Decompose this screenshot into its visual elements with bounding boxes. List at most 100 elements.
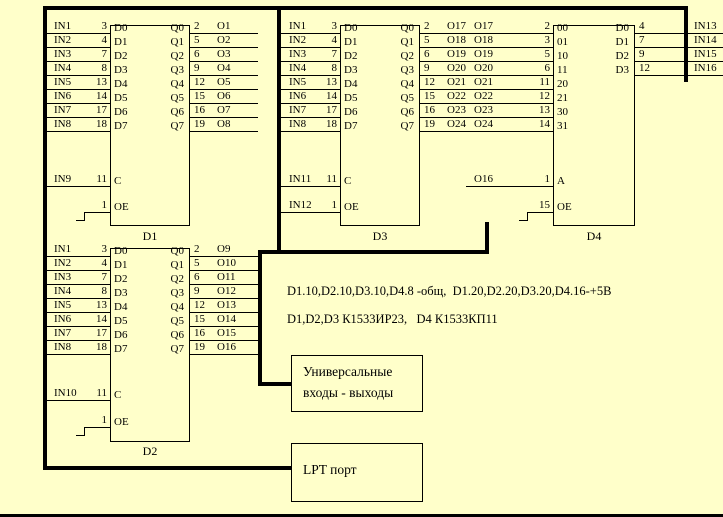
net-label: IN2: [54, 34, 72, 46]
pin-number: 17: [326, 104, 337, 116]
bus-output-stub: [485, 222, 489, 254]
port-row: D7: [344, 119, 374, 133]
port-row: 11: [557, 63, 587, 77]
pin-row: 16 O15: [190, 327, 258, 341]
chip-port-label: Q5: [170, 315, 184, 327]
port-row: D6: [114, 105, 144, 119]
chip-port-label: D0: [114, 245, 128, 257]
port-row: 10: [557, 49, 587, 63]
net-label: O7: [217, 104, 231, 116]
pin-row: IN4 8: [46, 285, 110, 299]
pin-number: 4: [639, 20, 645, 32]
bus-right: [684, 6, 688, 82]
net-label: IN3: [54, 48, 72, 60]
net-label: O14: [217, 313, 236, 325]
pin-number: 11: [96, 387, 107, 399]
net-label: IN5: [54, 76, 72, 88]
pin-row: 9 O12: [190, 285, 258, 299]
net-label: IN6: [289, 90, 307, 102]
chip-port-label: OE: [114, 416, 129, 428]
net-label: O12: [217, 285, 236, 297]
bus-universal-vertical: [258, 250, 262, 386]
chip-port-label: D2: [114, 273, 128, 285]
pin-row: 2 O17: [420, 20, 488, 34]
pin-row: IN3 7: [46, 271, 110, 285]
port-row: Q2: [146, 272, 186, 286]
port-row: Q3: [376, 63, 416, 77]
pin-number: 16: [194, 104, 205, 116]
net-label: O6: [217, 90, 231, 102]
chip-d3-label: D3: [372, 229, 388, 243]
port-row: Q3: [146, 286, 186, 300]
pin-number: 1: [101, 414, 108, 426]
pin-number: 19: [194, 341, 205, 353]
net-label: O20: [474, 62, 493, 74]
pin-row: IN7 17: [281, 104, 340, 118]
pin-number: 5: [194, 257, 200, 269]
port-row: Q1: [146, 258, 186, 272]
pin-number: 16: [194, 327, 205, 339]
pin-number: 9: [424, 62, 430, 74]
pin-row: 19 O24: [420, 118, 488, 132]
net-label: IN1: [54, 20, 72, 32]
net-label: O15: [217, 327, 236, 339]
pin-row: 15 O22: [420, 90, 488, 104]
port-row: D1: [114, 258, 144, 272]
net-label: O9: [217, 243, 231, 255]
pin-number: 11: [96, 173, 107, 185]
port-row: D1: [344, 35, 374, 49]
pin-number: 5: [544, 48, 551, 60]
net-label: IN7: [54, 104, 72, 116]
port-row: Q5: [146, 314, 186, 328]
pin-row: 9 O4: [190, 62, 258, 76]
universal-io-box: Универсальные входы - выходы: [291, 355, 423, 412]
net-label: O16: [474, 173, 493, 185]
port-row: D2: [593, 49, 631, 63]
net-label: O2: [217, 34, 231, 46]
chip-d4-label: D4: [586, 229, 602, 243]
chip-port-label: D4: [114, 78, 128, 90]
chip-port-label: D3: [344, 64, 358, 76]
port-row: Q0: [376, 21, 416, 35]
port-row: 21: [557, 91, 587, 105]
pin-row: O23 13: [466, 104, 553, 118]
pin-row: IN2 4: [46, 34, 110, 48]
port-row: D5: [114, 314, 144, 328]
chip-d1-body: [110, 25, 190, 226]
chip-port-label: Q7: [170, 343, 184, 355]
net-label: IN6: [54, 313, 72, 325]
net-label: IN1: [54, 243, 72, 255]
pin-number: 2: [544, 20, 551, 32]
port-row: Q4: [146, 77, 186, 91]
d3-output-rows: 2 O17 5 O18 6 O19 9 O20 12 O21: [420, 20, 488, 132]
chip-port-label: 00: [557, 22, 568, 34]
ground-icon: [519, 212, 528, 221]
net-label: IN7: [289, 104, 307, 116]
d3-input-rows: IN1 3 IN2 4 IN3 7 IN4 8 IN5 13: [281, 20, 340, 132]
pin-row: O21 11: [466, 76, 553, 90]
net-label: O22: [474, 90, 493, 102]
chip-port-label: 30: [557, 106, 568, 118]
port-row: D4: [114, 300, 144, 314]
pin-number: 3: [101, 20, 108, 32]
chip-d3-body: [340, 25, 420, 226]
chip-port-label: D0: [344, 22, 358, 34]
pin-number: 14: [326, 90, 337, 102]
port-row: Q5: [376, 91, 416, 105]
pin-number: 7: [639, 34, 645, 46]
chip-port-label: Q2: [170, 50, 184, 62]
chip-port-label: D1: [114, 259, 128, 271]
pin-number: 19: [194, 118, 205, 130]
pin-number: 15: [539, 199, 550, 211]
chip-port-label: D3: [114, 64, 128, 76]
port-row: D3: [114, 63, 144, 77]
d2-input-rows: IN1 3 IN2 4 IN3 7 IN4 8 IN5 13: [46, 243, 110, 355]
d4-input-rows: O17 2 O18 3 O19 5 O20 6 O21 11: [466, 20, 553, 132]
net-label: IN3: [54, 271, 72, 283]
net-label: IN3: [289, 48, 307, 60]
chip-port-label: A: [557, 175, 565, 187]
pin-number: 14: [96, 90, 107, 102]
